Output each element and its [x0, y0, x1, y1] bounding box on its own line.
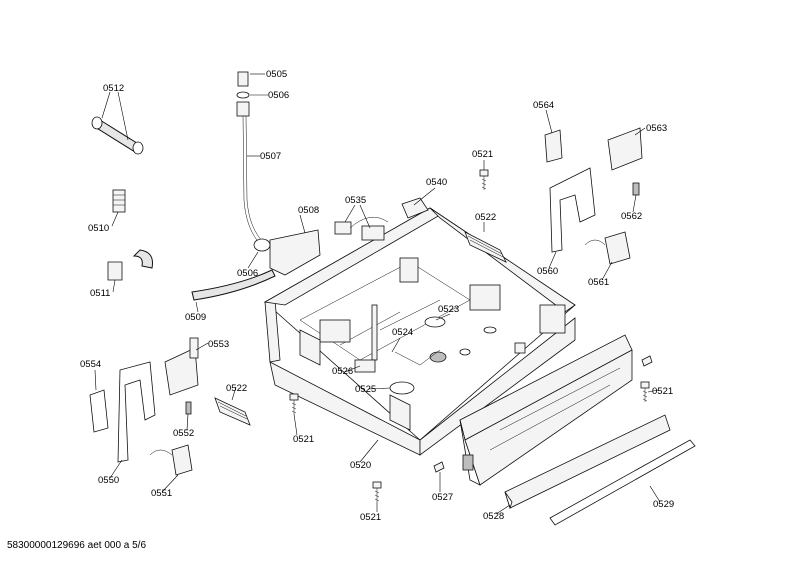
hose-0509	[191, 269, 276, 301]
bracket-assembly-0550	[89, 337, 251, 476]
screw-0521-c	[372, 481, 382, 502]
label-0552: 0552	[173, 428, 194, 439]
screw-0521-b	[289, 393, 299, 414]
label-0553: 0553	[208, 339, 229, 350]
label-0554: 0554	[80, 359, 101, 370]
label-0529: 0529	[653, 499, 674, 510]
label-0526: 0526	[332, 366, 353, 377]
label-0523: 0523	[438, 304, 459, 315]
screw-0521-a	[479, 169, 489, 190]
label-0505: 0505	[266, 69, 287, 80]
strip-0529	[549, 439, 696, 526]
label-0528: 0528	[483, 511, 504, 522]
label-0512: 0512	[103, 83, 124, 94]
front-panel-0527	[459, 334, 633, 486]
label-0562: 0562	[621, 211, 642, 222]
clamp-0511	[107, 261, 123, 281]
label-0535: 0535	[345, 195, 366, 206]
label-0521-right: 0521	[652, 386, 673, 397]
label-0506-top: 0506	[268, 90, 289, 101]
bracket-assembly-0560	[464, 127, 643, 265]
label-0561: 0561	[588, 277, 609, 288]
clip-0540	[401, 197, 429, 219]
sensor-0508	[253, 229, 321, 276]
screw-0527	[433, 461, 445, 473]
label-0563: 0563	[646, 123, 667, 134]
label-0520: 0520	[350, 460, 371, 471]
label-0525: 0525	[355, 384, 376, 395]
part-labels: 0505 0506 0507 0508 0506 0509 0512 0510 …	[80, 69, 674, 523]
label-0521-top: 0521	[472, 149, 493, 160]
label-0564: 0564	[533, 100, 554, 111]
label-0509: 0509	[185, 312, 206, 323]
cable-0535	[334, 216, 389, 241]
label-0522-left: 0522	[226, 383, 247, 394]
label-0522-right: 0522	[475, 212, 496, 223]
label-0560: 0560	[537, 266, 558, 277]
label-0521-bottom: 0521	[360, 512, 381, 523]
screw-0521-d	[640, 355, 653, 402]
label-0506-bottom: 0506	[237, 268, 258, 279]
label-0550: 0550	[98, 475, 119, 486]
hose-0507	[236, 71, 265, 247]
leader-lines	[94, 73, 661, 515]
label-0507: 0507	[260, 151, 281, 162]
label-0508: 0508	[298, 205, 319, 216]
label-0510: 0510	[88, 223, 109, 234]
label-0540: 0540	[426, 177, 447, 188]
spring-0510	[112, 189, 153, 269]
label-0551: 0551	[151, 488, 172, 499]
label-0524: 0524	[392, 327, 413, 338]
document-reference: 58300000129696 aet 000 a 5/6	[7, 540, 147, 551]
label-0511: 0511	[90, 288, 110, 299]
label-0527: 0527	[432, 492, 453, 503]
label-0521-left: 0521	[293, 434, 314, 445]
kickplate-0528	[504, 414, 671, 510]
hose-0512	[91, 116, 144, 155]
